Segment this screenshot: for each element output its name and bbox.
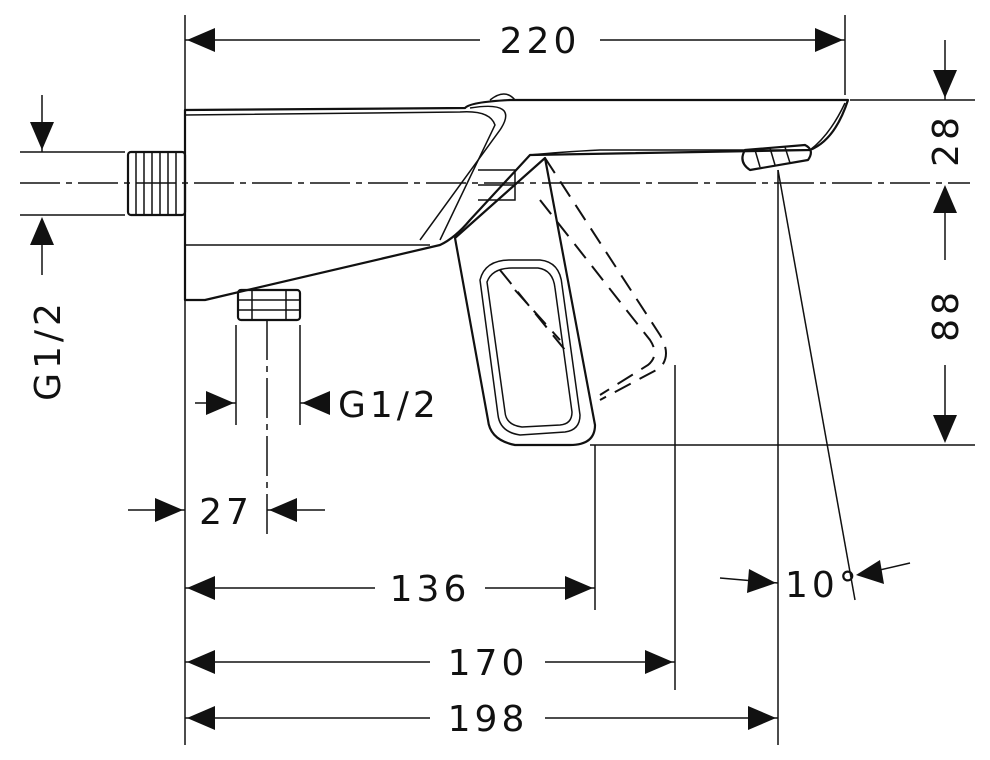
label-spout-height: 28 — [926, 113, 967, 167]
dimension-to-handle-front: 136 — [185, 569, 595, 610]
dimension-overall-length: 220 — [185, 21, 845, 62]
dimension-inlet-thread-left: G1/2 — [28, 95, 69, 401]
body-outline — [183, 98, 850, 302]
dimension-to-handle-tip: 170 — [185, 643, 675, 684]
label-spout-angle: 10° — [785, 565, 861, 606]
label-inlet-thread-left: G1/2 — [28, 299, 69, 401]
dimension-spout-height: 28 — [926, 40, 967, 213]
faucet-body — [183, 93, 850, 302]
handle-window — [479, 259, 581, 436]
label-overall-length: 220 — [500, 21, 581, 62]
label-to-handle-front: 136 — [390, 569, 471, 610]
label-handle-drop: 88 — [926, 288, 967, 342]
dimension-handle-drop: 88 — [926, 213, 967, 443]
label-inlet-offset: 27 — [199, 492, 253, 533]
dimension-to-spout-axis: 198 — [185, 699, 778, 740]
handle-window-inner — [486, 267, 573, 428]
spout-tip-curve — [809, 102, 846, 151]
handle-outline — [453, 156, 597, 447]
extension-lines — [20, 15, 975, 745]
spout-underside — [529, 149, 800, 156]
centerlines — [20, 182, 970, 535]
label-to-handle-tip: 170 — [448, 643, 529, 684]
body-top-line — [184, 111, 496, 241]
lever-handle — [453, 156, 597, 447]
body-top-nub — [489, 93, 516, 101]
bottom-inlet-connector — [236, 288, 302, 322]
lever-handle-rotated — [499, 157, 667, 401]
label-inlet-thread-bottom: G1/2 — [338, 385, 440, 426]
dimension-spout-angle: 10° — [719, 560, 911, 606]
dimension-inlet-offset: 27 — [128, 492, 325, 533]
spout-aerator — [741, 143, 812, 172]
label-to-spout-axis: 198 — [448, 699, 529, 740]
dimension-inlet-thread-bottom: G1/2 — [195, 385, 440, 426]
body-curve-line — [419, 105, 507, 241]
